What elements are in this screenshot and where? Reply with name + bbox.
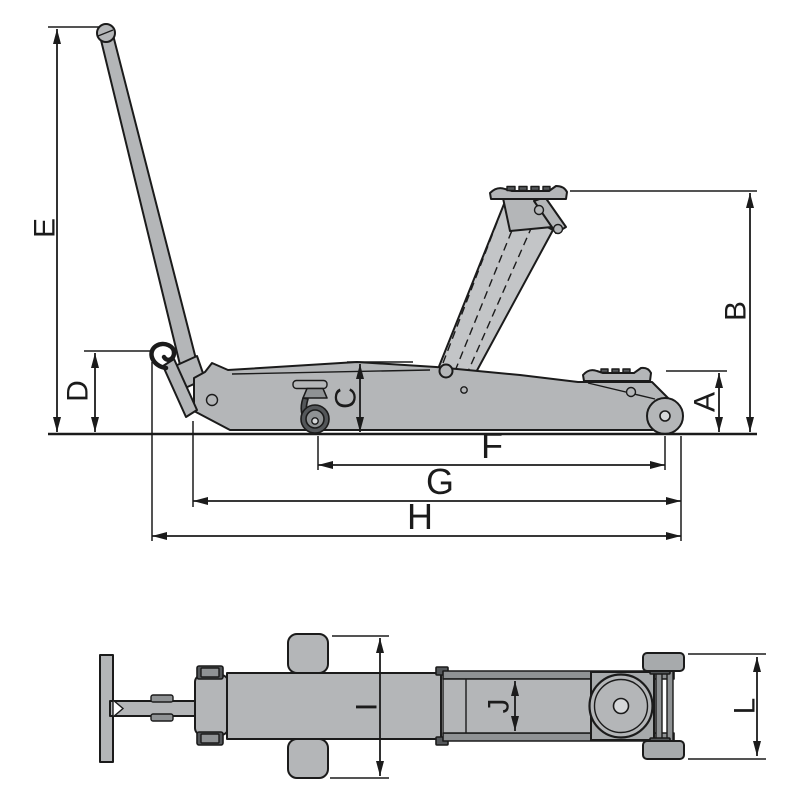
saddle-lowered xyxy=(582,366,652,382)
front-pad-top xyxy=(287,633,329,674)
front-caster xyxy=(292,379,330,434)
handle-rod xyxy=(109,694,206,722)
front-yoke xyxy=(194,665,229,746)
rear-wheel-top xyxy=(642,652,685,672)
dimension-e: E xyxy=(29,26,100,432)
dimension-label-b: B xyxy=(720,301,753,321)
coupling-collar-bottom xyxy=(150,713,174,722)
side-view: E D C A B F xyxy=(29,23,757,541)
dimension-label-g: G xyxy=(426,461,454,502)
dimension-c: C xyxy=(330,361,413,432)
dimension-d: D xyxy=(62,350,151,432)
chassis-top-view xyxy=(226,672,442,740)
rear-wheel-bottom xyxy=(642,740,685,760)
coupling-collar-top xyxy=(150,694,174,703)
jack-handle xyxy=(96,23,199,374)
dimension-label-a: A xyxy=(689,392,722,412)
dimension-label-d: D xyxy=(62,380,95,402)
dimension-label-j: J xyxy=(483,699,516,714)
dimension-j: J xyxy=(483,681,519,731)
dimension-label-f: F xyxy=(481,425,503,466)
rear-wheel xyxy=(646,397,684,435)
release-hook-lever xyxy=(149,341,198,418)
dimension-f: F xyxy=(317,425,666,470)
saddle-raised xyxy=(489,185,568,200)
chassis-hole-front xyxy=(205,393,219,407)
dimension-label-i: I xyxy=(351,703,384,711)
lift-arm-raised xyxy=(437,196,567,377)
dimension-i: I xyxy=(330,635,389,779)
arm-pivot-pin xyxy=(438,363,454,379)
dimension-l: L xyxy=(688,653,766,760)
dimension-label-l: L xyxy=(729,698,762,715)
front-pad-bottom xyxy=(287,738,329,779)
top-view: I J L xyxy=(99,633,766,779)
dimension-g: G xyxy=(192,421,682,541)
rear-pin xyxy=(625,386,637,398)
dimension-a: A xyxy=(666,370,727,432)
dimension-label-e: E xyxy=(29,218,62,238)
dimension-label-h: H xyxy=(407,496,433,537)
dimension-h: H xyxy=(151,362,681,541)
dimension-b: B xyxy=(570,190,757,432)
dimension-label-c: C xyxy=(330,387,363,409)
chassis-hole-mid xyxy=(460,386,468,394)
saddle-top-view xyxy=(588,671,655,741)
